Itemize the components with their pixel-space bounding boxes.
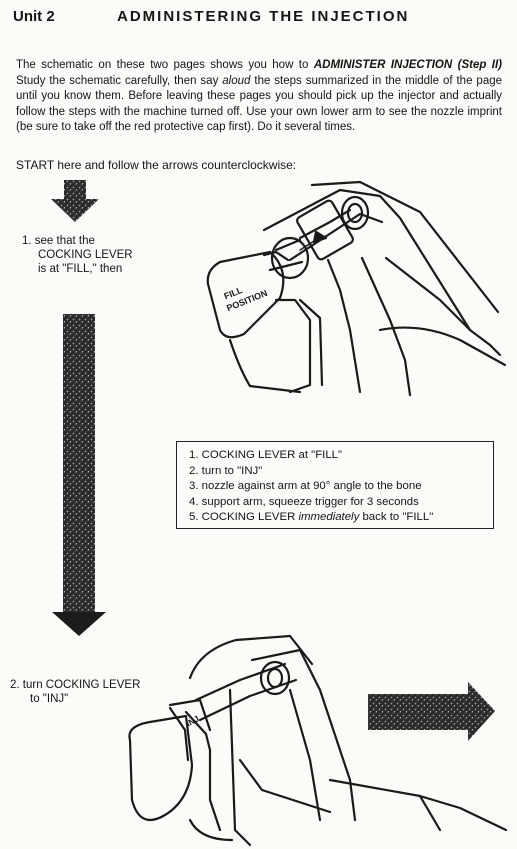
summary-item-5: 5. COCKING LEVER immediately back to "FI… <box>189 510 493 526</box>
summary-item-4: 4. support arm, squeeze trigger for 3 se… <box>189 495 419 508</box>
step2-line2: to "INJ" <box>30 693 69 705</box>
summary-item-2: 2. turn to "INJ" <box>189 464 263 477</box>
down-arrow-icon <box>51 180 99 222</box>
start-instruction: START here and follow the arrows counter… <box>16 158 297 172</box>
intro-text-3: Study the schematic carefully, then say <box>16 74 219 87</box>
intro-bold-term: ADMINISTER INJECTION <box>313 59 453 71</box>
page-title: ADMINISTERING THE INJECTION <box>117 8 410 25</box>
step1-line1: 1. see that the <box>22 235 95 247</box>
injector-fill-illustration <box>206 180 507 397</box>
intro-step-ref: (Step II) <box>457 59 503 71</box>
summary-item-1: 1. COCKING LEVER at "FILL" <box>189 449 343 461</box>
step1-line3: is at "FILL," then <box>38 263 123 275</box>
injector-inj-illustration <box>128 634 508 847</box>
long-down-arrow-icon <box>52 314 106 636</box>
summary-item-5-post: back to "FILL" <box>362 511 434 524</box>
summary-item-5-pre: 5. COCKING LEVER <box>189 511 296 524</box>
summary-item-5-italic: immediately <box>298 511 360 524</box>
unit-label: Unit 2 <box>13 8 55 25</box>
step1-caption: 1. see that the COCKING LEVER is at "FIL… <box>22 234 133 276</box>
summary-box: 1. COCKING LEVER at "FILL" 2. turn to "I… <box>176 441 494 529</box>
intro-paragraph: The schematic on these two pages shows y… <box>16 58 502 136</box>
fill-position-label: FILL POSITION <box>223 285 269 313</box>
step1-line2: COCKING LEVER <box>38 249 133 261</box>
right-arrow-icon <box>368 682 495 741</box>
intro-text-1: The schematic on these two pages shows y… <box>16 59 309 71</box>
intro-italic-aloud: aloud <box>222 74 251 87</box>
intro-text-4: the steps summarized in the middle of th… <box>16 74 503 134</box>
step2-caption: 2. turn COCKING LEVER to "INJ" <box>10 678 140 706</box>
step2-line1: 2. turn COCKING LEVER <box>10 679 141 691</box>
summary-item-3: 3. nozzle against arm at 90° angle to th… <box>189 480 422 493</box>
